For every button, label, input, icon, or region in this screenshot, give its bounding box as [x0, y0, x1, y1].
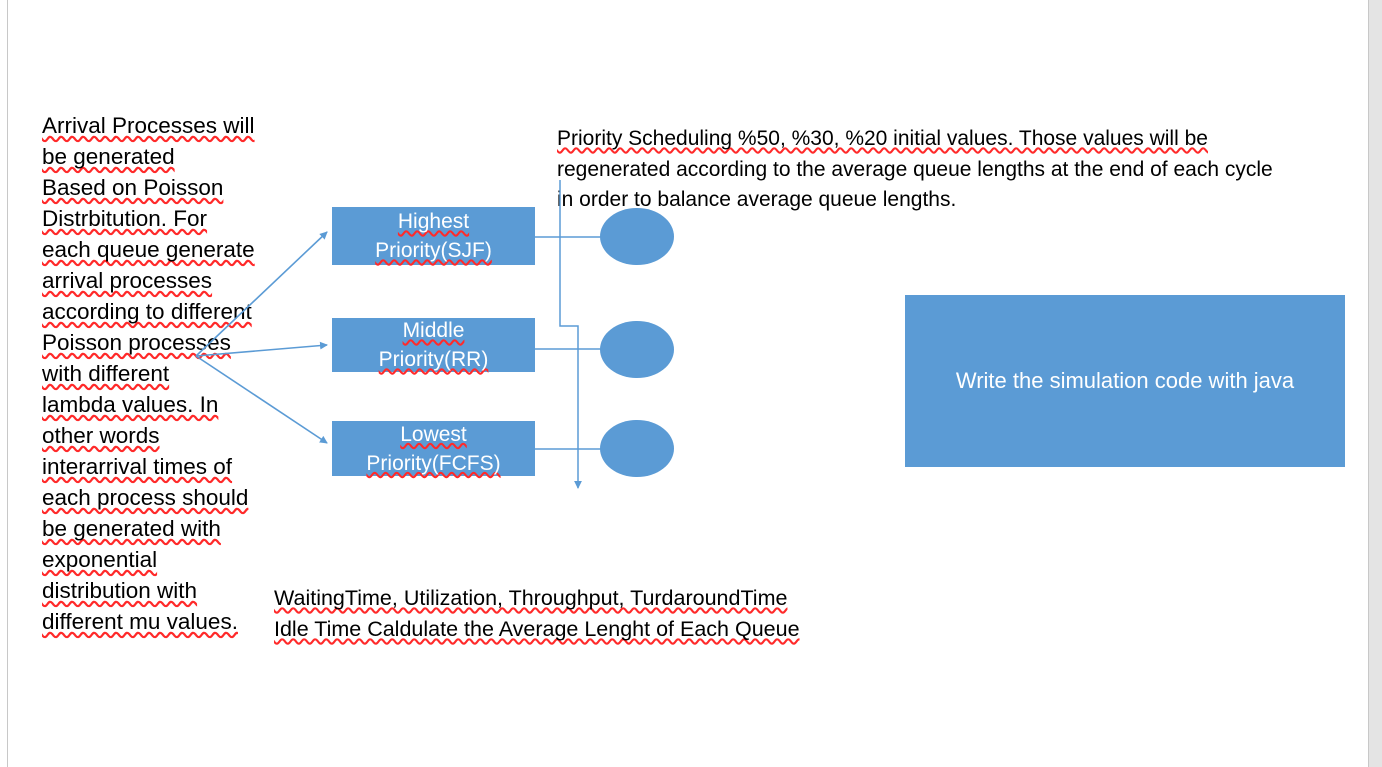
left-text-line-12: interarrival times of	[42, 454, 233, 479]
top-right-line-1: Priority Scheduling %50, %30, %20 initia…	[557, 127, 1208, 150]
page-edge-right-rule	[1368, 0, 1369, 767]
left-text-line-17: different mu values.	[42, 609, 238, 634]
left-text-line-15: exponential	[42, 547, 158, 572]
left-text-line-14: be generated with	[42, 516, 221, 541]
left-text-line-11: other words	[42, 423, 160, 448]
bottom-line-2: Idle Time Caldulate the Average Lenght o…	[274, 617, 800, 641]
feedback-connector	[559, 180, 582, 489]
server-ellipse-3[interactable]	[600, 420, 674, 477]
left-text-line-4: Distrbitution. For	[42, 206, 208, 231]
priority-scheduling-paragraph: Priority Scheduling %50, %30, %20 initia…	[557, 124, 1369, 216]
server-ellipse-2[interactable]	[600, 321, 674, 378]
left-text-line-6: arrival processes	[42, 268, 213, 293]
left-text-line-8: Poisson processes	[42, 330, 231, 355]
left-text-line-7: according to different	[42, 299, 252, 324]
metrics-paragraph: WaitingTime, Utilization, Throughput, Tu…	[274, 583, 884, 645]
queue-box-middle-priority[interactable]: Middle Priority(RR)	[332, 318, 535, 372]
left-text-line-13: each process should	[42, 485, 249, 510]
left-text-line-16: distribution with	[42, 578, 198, 603]
queue-box-lowest-line1: Lowest	[400, 422, 467, 446]
queue-box-highest-line2: Priority(SJF)	[375, 239, 492, 262]
left-text-line-1: Arrival Processes will	[42, 113, 255, 138]
top-right-line-2: regenerated according to the average que…	[557, 157, 1273, 181]
left-text-line-2: be generated	[42, 144, 175, 169]
page-edge-left-rule	[7, 0, 8, 767]
queue-box-middle-line1: Middle	[402, 319, 465, 342]
queue-box-highest-line1: Highest	[397, 210, 470, 233]
left-text-line-5: each queue generate	[42, 237, 255, 262]
top-right-line-3: in order to balance average queue length…	[557, 188, 957, 211]
page-margin-right-fill	[1369, 0, 1382, 767]
server-ellipse-1[interactable]	[600, 208, 674, 265]
left-text-line-9: with different	[42, 361, 170, 386]
write-simulation-code-box[interactable]: Write the simulation code with java	[905, 295, 1345, 467]
queue-box-lowest-line2: Priority(FCFS)	[366, 451, 501, 475]
arrival-processes-paragraph: Arrival Processes will be generated Base…	[42, 110, 278, 637]
queue-box-lowest-priority[interactable]: Lowest Priority(FCFS)	[332, 421, 535, 476]
left-text-line-10: lambda values. In	[42, 392, 219, 417]
left-text-line-3: Based on Poisson	[42, 175, 224, 200]
queue-box-highest-priority[interactable]: Highest Priority(SJF)	[332, 207, 535, 265]
queue-box-middle-line2: Priority(RR)	[378, 348, 489, 371]
write-simulation-code-label: Write the simulation code with java	[955, 368, 1295, 393]
bottom-line-1: WaitingTime, Utilization, Throughput, Tu…	[274, 586, 788, 610]
